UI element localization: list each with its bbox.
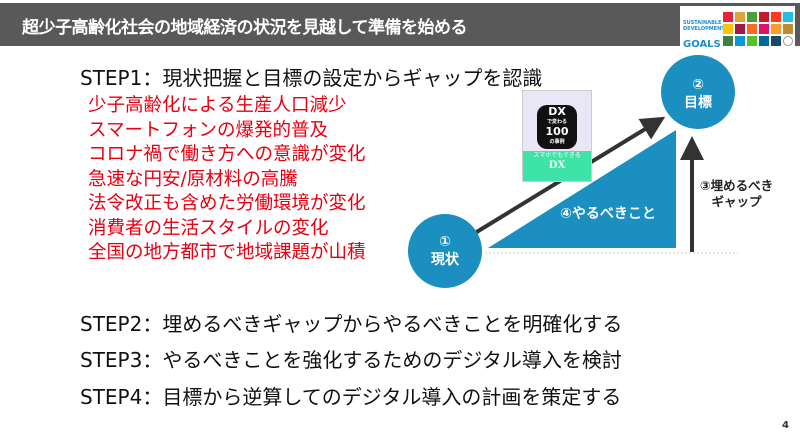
page-number: 4 bbox=[782, 420, 789, 431]
issue-item: 消費者の生活スタイルの変化 bbox=[88, 217, 329, 239]
gap-line1: ③埋めるべき bbox=[700, 178, 774, 193]
issue-item: スマートフォンの爆発的普及 bbox=[88, 119, 328, 141]
goal-label: ② 目標 bbox=[671, 76, 725, 112]
book-subtitle: で変わる bbox=[546, 119, 567, 125]
todo-label: ④やるべきこと bbox=[560, 206, 656, 222]
header-bar: 超少子高齢化社会の地域経済の状況を見越して準備を始める bbox=[0, 3, 800, 46]
goal-circle bbox=[661, 55, 735, 129]
sdgs-grid-icon bbox=[723, 12, 793, 46]
step2-text: STEP2：埋めるべきギャップからやるべきことを明確化する bbox=[80, 312, 623, 336]
book-title: DX bbox=[548, 105, 566, 118]
step1-text: STEP1：現状把握と目標の設定からギャップを認識 bbox=[80, 66, 543, 90]
goal-num: ② bbox=[692, 77, 704, 93]
goal-text: 目標 bbox=[684, 95, 712, 111]
step3-text: STEP3：やるべきことを強化するためのデジタル導入を検討 bbox=[80, 348, 622, 372]
book-number: 100 bbox=[545, 125, 569, 138]
book-band-dx: DX bbox=[548, 160, 566, 171]
logo-line2: DEVELOPMENT bbox=[683, 26, 725, 32]
book-suffix: の事例 bbox=[549, 139, 565, 145]
issue-item: 急速な円安/原材料の高騰 bbox=[88, 168, 298, 190]
issue-item: 法令改正も含めた労働環境が変化 bbox=[88, 193, 366, 214]
logo-goals: GOALS bbox=[683, 39, 721, 50]
current-num: ① bbox=[439, 234, 451, 250]
current-label: ① 現状 bbox=[418, 233, 472, 269]
book-band-text: スマホでもできる bbox=[533, 152, 581, 159]
todo-triangle bbox=[488, 130, 676, 248]
issue-list: 少子高齢化による生産人口減少 スマートフォンの爆発的普及 コロナ禍で働き方への意… bbox=[88, 94, 366, 266]
gap-line2: ギャップ bbox=[711, 194, 762, 209]
issue-item: コロナ禍で働き方への意識が変化 bbox=[88, 144, 366, 165]
step4-text: STEP4：目標から逆算してのデジタル導入の計画を策定する bbox=[80, 385, 622, 409]
slide-title: 超少子高齢化社会の地域経済の状況を見越して準備を始める bbox=[22, 18, 468, 38]
logo-line1: SUSTAINABLE bbox=[683, 20, 722, 26]
current-circle bbox=[408, 214, 482, 288]
issue-item: 全国の地方都市で地域課題が山積 bbox=[88, 242, 366, 263]
gap-label: ③埋めるべきギャップ bbox=[700, 178, 773, 210]
book-title-block: DX で変わる 100 の事例 bbox=[537, 105, 577, 149]
issue-item: 少子高齢化による生産人口減少 bbox=[88, 95, 347, 116]
current-text: 現状 bbox=[431, 252, 459, 268]
